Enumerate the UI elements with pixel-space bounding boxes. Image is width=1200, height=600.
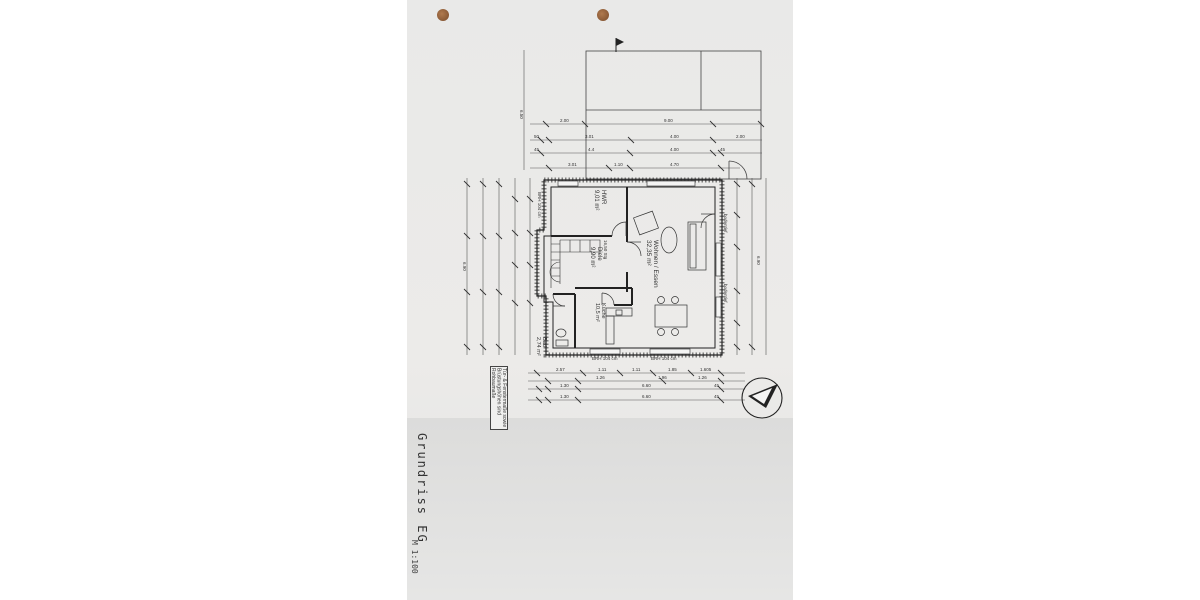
dim-value: 4.4	[588, 147, 595, 152]
dim-value: 1.26	[698, 375, 707, 380]
dimension-lines-bottom	[528, 372, 745, 401]
room-area: 10,5 m²	[594, 303, 600, 322]
dim-value: 4.00	[670, 134, 679, 139]
dim-value: 9.00	[664, 118, 673, 123]
dim-value: 2.57	[556, 367, 565, 372]
brh-label-bottom-1: BRH 104 cm	[592, 356, 618, 361]
dimension-lines-left	[466, 178, 531, 355]
dim-value: 1.30	[560, 383, 569, 388]
dim-value: 1.10	[614, 162, 623, 167]
room-label-hwr: HWR 9,01 m²	[592, 190, 606, 210]
room-name: Küche	[600, 303, 606, 319]
dim-value: 1.11	[632, 367, 641, 372]
dim-value: 1.26	[596, 375, 605, 380]
note-line: sind Rohbaumaße	[490, 368, 502, 415]
dim-top-total: 6.50	[519, 110, 524, 119]
dim-value: 6.60	[642, 383, 651, 388]
brh-label-upper: BRH 104 cm	[537, 192, 542, 218]
sill-label-1: bodentief	[723, 214, 728, 233]
dim-right-total: 6.90	[756, 256, 761, 265]
dim-left-total: 6.90	[462, 262, 467, 271]
room-area: 9,01 m²	[593, 190, 599, 211]
section-marker-icon	[616, 38, 624, 46]
dim-value: 1.605	[700, 367, 712, 372]
dim-value: 1.85	[668, 367, 677, 372]
dim-value: 1.30	[560, 394, 569, 399]
room-name: Wohnen / Essen	[652, 240, 659, 288]
dim-value: 6.60	[642, 394, 651, 399]
dim-value: 3.01	[568, 162, 577, 167]
dim-value: 45	[714, 383, 720, 388]
plan-sheet	[407, 0, 793, 600]
dimension-ticks-top	[537, 120, 765, 172]
room-name: Diele	[596, 247, 602, 261]
room-area: 32,35 m²	[645, 240, 652, 266]
room-label-kueche: Küche 10,5 m²	[594, 303, 606, 322]
interior-walls	[551, 187, 633, 348]
dim-value: 1.11	[598, 367, 607, 372]
paper-fold-lower	[407, 418, 793, 600]
dim-value: 4.00	[670, 147, 679, 152]
note-box: Tür- & Fenstermaße sowie Brüstungshöhen …	[490, 366, 508, 430]
north-arrow-icon	[741, 377, 783, 419]
dimension-ticks-left	[463, 180, 534, 351]
terrace-outline	[585, 50, 762, 180]
dim-value: 1.96	[658, 375, 667, 380]
dim-value: 3.01	[585, 134, 594, 139]
windows	[557, 180, 722, 355]
door-swings	[552, 213, 716, 307]
brh-label-bottom-2: BRH 104 cm	[651, 356, 677, 361]
stair-label: 16,50 Stg	[603, 240, 608, 260]
dim-value: 2.00	[736, 134, 745, 139]
room-area: 9,90 m²	[589, 247, 595, 268]
dimension-ticks-right	[733, 180, 756, 351]
furniture-dining	[654, 296, 688, 336]
punch-hole-right	[597, 9, 609, 21]
dim-value: 50	[534, 134, 540, 139]
dimension-ticks-bottom	[533, 369, 725, 404]
room-label-diele: Diele 9,90 m²	[588, 247, 602, 267]
sheet-scale: M 1:100	[410, 540, 419, 574]
staircase	[549, 236, 601, 288]
room-area: 2,74 m²	[535, 337, 541, 356]
bathroom-fixtures	[555, 328, 569, 347]
sheet-title: Grundriss EG	[415, 433, 429, 544]
furniture-living	[633, 210, 707, 271]
dim-value: 45	[534, 147, 540, 152]
room-label-bad: Bad 2,74 m²	[535, 337, 547, 356]
sill-label-2: bodentief	[723, 284, 728, 303]
dimension-lines-top	[523, 50, 762, 170]
note-line: sowie Brüstungshöhen	[495, 368, 507, 428]
dim-value: 2.00	[560, 118, 569, 123]
dimension-lines-right	[736, 178, 767, 355]
room-label-wohnen-essen: Wohnen / Essen 32,35 m²	[645, 240, 659, 288]
room-name: HWR	[600, 190, 606, 205]
dim-value: 45	[714, 394, 720, 399]
outer-walls	[534, 177, 725, 358]
dim-value: 45	[720, 147, 726, 152]
punch-hole-left	[437, 9, 449, 21]
room-name: Bad	[541, 337, 547, 347]
kitchen-counter	[605, 307, 633, 345]
dim-value: 4.70	[670, 162, 679, 167]
note-line: Tür- & Fenstermaße	[501, 368, 507, 414]
